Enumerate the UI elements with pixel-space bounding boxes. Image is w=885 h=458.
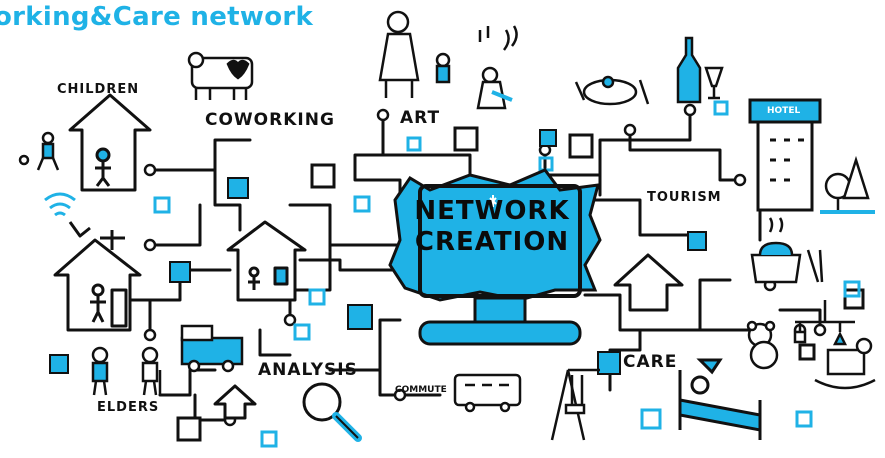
cow-icon (187, 51, 254, 100)
blue-square (597, 351, 621, 375)
monitor-label-line2: CREATION (414, 227, 570, 257)
connector-line (598, 108, 692, 177)
blue-outline-square (293, 323, 311, 341)
connector-line (543, 148, 602, 197)
label-analysis: ANALYSIS (258, 360, 358, 380)
blue-square (539, 129, 557, 147)
blue-outline-square (843, 280, 861, 298)
connector-line (583, 198, 702, 237)
connector-line (148, 138, 252, 172)
node-dot (143, 163, 157, 177)
outline-square (310, 163, 336, 189)
wifi-icon (44, 192, 76, 217)
coworking-house-icon (226, 220, 307, 302)
label-commute: COMMUTE (395, 385, 447, 395)
outline-square (176, 416, 202, 442)
blue-square (169, 261, 191, 283)
connector-line (288, 203, 402, 247)
connector-line (381, 153, 472, 182)
outline-square (798, 343, 816, 361)
connector-line (258, 328, 292, 357)
blue-outline-square (795, 410, 813, 428)
monitor-label: NETWORK CREATION (402, 196, 582, 258)
blue-outline-square (153, 196, 171, 214)
node-dot (393, 388, 407, 402)
blue-square (49, 354, 69, 374)
swing-icon (550, 368, 600, 441)
tree-icon (820, 155, 875, 214)
rocking-horse-icon (814, 337, 876, 390)
connector-line (378, 353, 442, 397)
page-title: orking&Care network (0, 2, 314, 32)
label-care: CARE (623, 352, 678, 372)
connector-line (778, 308, 822, 332)
truck-icon (180, 324, 244, 373)
label-elders: ELDERS (97, 400, 160, 415)
node-dot (733, 173, 747, 187)
connector-line (158, 368, 217, 397)
elders-icon (91, 346, 162, 396)
blue-square (227, 177, 249, 199)
blue-outline-square (640, 408, 662, 430)
node-dot (623, 123, 637, 137)
label-coworking: COWORKING (205, 110, 335, 130)
label-art: ART (400, 108, 441, 128)
hotel-icon (748, 98, 822, 212)
outline-square (453, 126, 479, 152)
monitor-label-line1: NETWORK (414, 196, 570, 226)
art-figures-icon (378, 10, 518, 110)
connector-line (328, 318, 402, 372)
label-hotel: HOTEL (767, 106, 801, 116)
label-children: CHILDREN (57, 82, 140, 97)
arrow-up-icon (613, 253, 684, 312)
node-dot (376, 108, 390, 122)
blue-outline-square (260, 430, 278, 448)
arrow-up-icon (213, 384, 257, 420)
child-figure-icon (18, 131, 60, 171)
connector-line (583, 278, 732, 332)
connector-line (298, 258, 407, 272)
blue-square (687, 231, 707, 251)
teddy-bear-icon (746, 320, 779, 370)
blue-outline-square (353, 195, 371, 213)
blue-square (347, 304, 373, 330)
label-tourism: TOURISM (647, 190, 722, 205)
blue-outline-square (308, 288, 326, 306)
connector-line (628, 128, 742, 182)
baby-mobile-icon (793, 300, 855, 346)
node-dot (143, 328, 157, 342)
connector-line (353, 113, 402, 202)
magnifier-icon (302, 382, 362, 442)
cooking-pot-icon (750, 217, 824, 284)
monitor-icon (388, 168, 602, 346)
node-dot (813, 323, 827, 337)
care-bed-icon (678, 358, 762, 440)
family-house-icon (53, 221, 142, 332)
blue-outline-square (713, 100, 729, 116)
outline-square (568, 133, 594, 159)
connector-line (213, 168, 242, 232)
children-house-icon (68, 93, 152, 192)
food-drink-icon (574, 36, 724, 106)
blue-outline-square (406, 136, 422, 152)
node-dot (283, 313, 297, 327)
node-dot (143, 238, 157, 252)
node-dot (683, 103, 697, 117)
connector-line (148, 203, 202, 247)
bus-icon (453, 373, 522, 413)
